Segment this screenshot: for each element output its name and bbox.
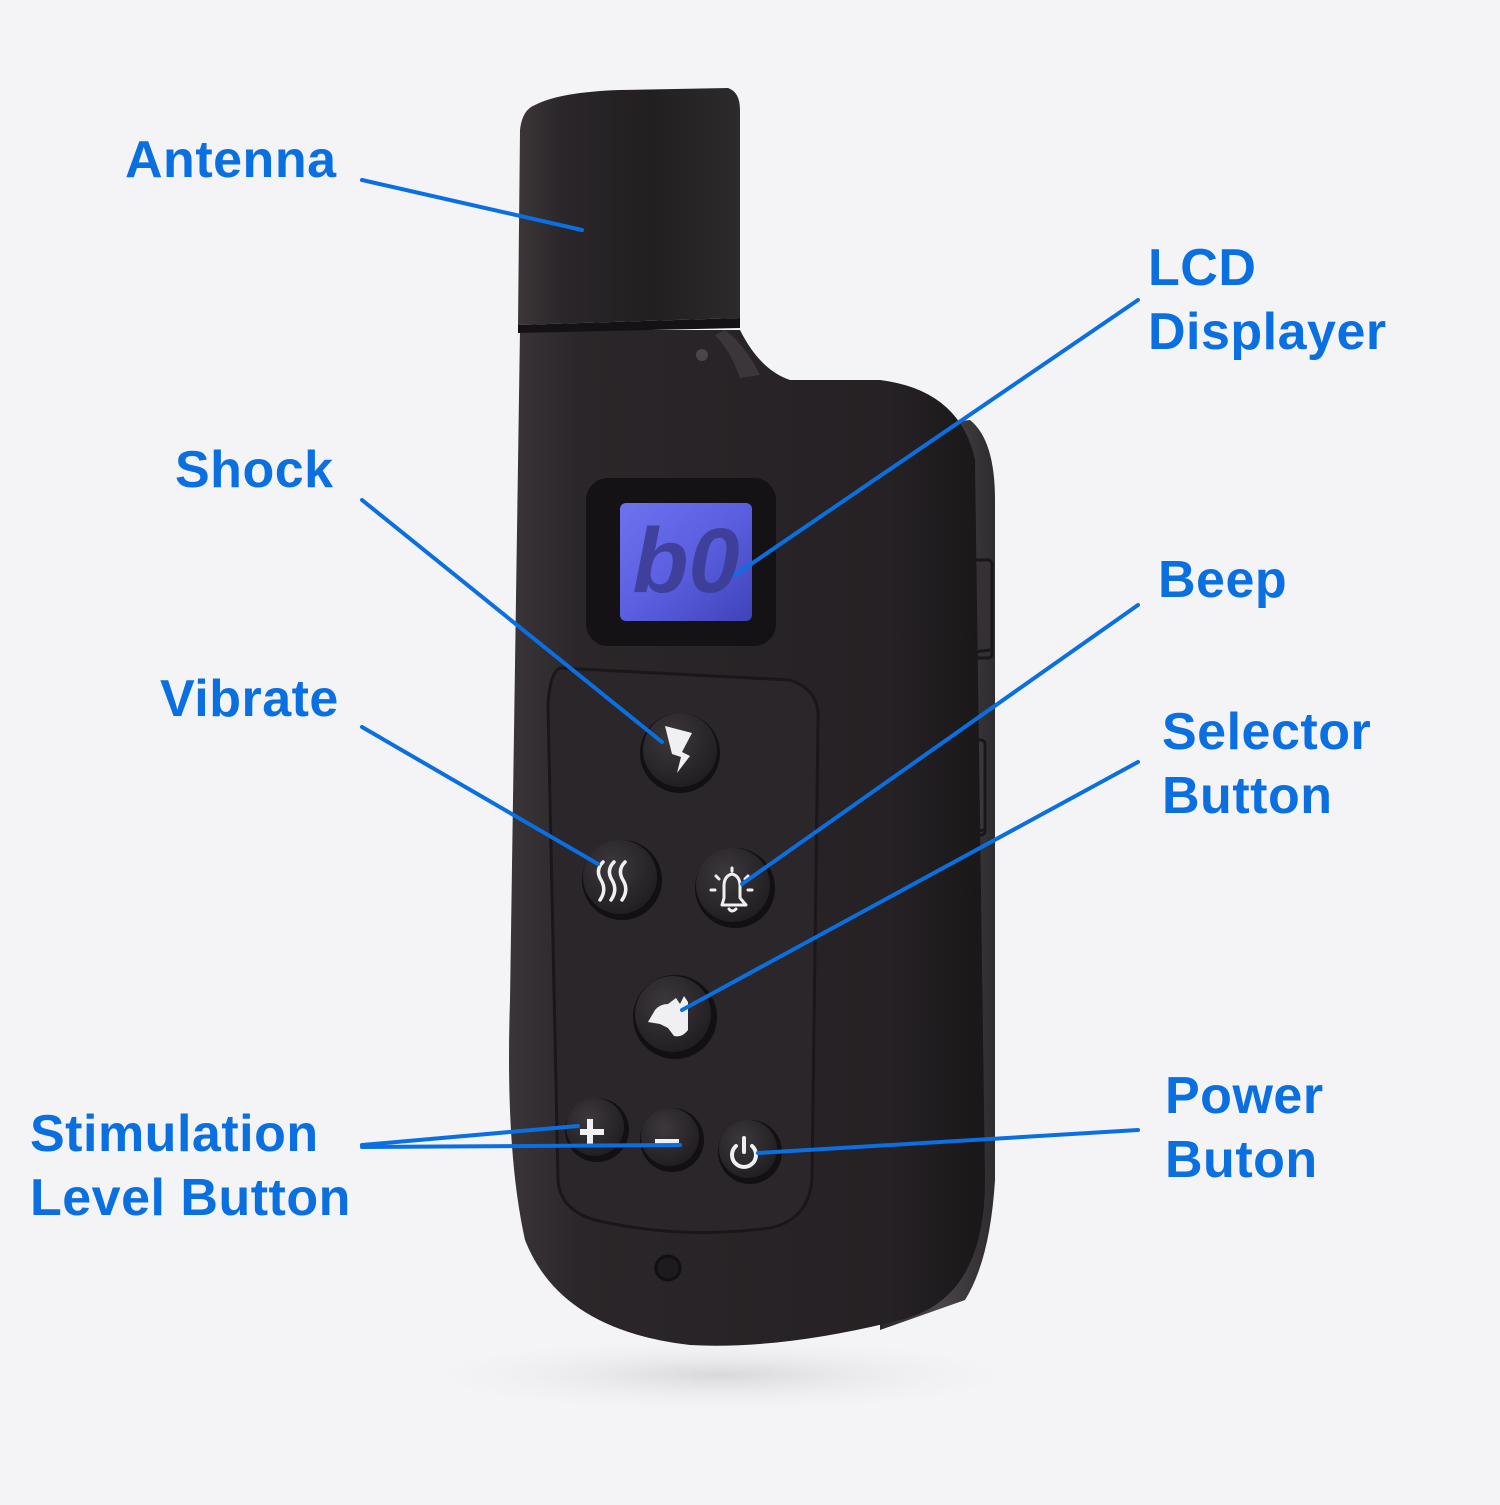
indicator-light — [654, 1254, 682, 1282]
beep-button[interactable] — [695, 848, 775, 928]
label-text: Beep — [1158, 551, 1288, 609]
label-text: Button — [1162, 767, 1333, 825]
callout-antenna — [360, 178, 584, 232]
bell-icon — [709, 866, 754, 913]
shock-button[interactable] — [640, 713, 720, 793]
label-text: Level Button — [30, 1169, 351, 1227]
label-stimulation-level-button: Stimulation Level Button — [30, 1102, 351, 1230]
lightning-bolt-icon — [665, 726, 692, 773]
vibrate-button[interactable] — [582, 840, 662, 920]
keypad-panel — [546, 666, 820, 1234]
callout-stim-plus — [360, 1124, 580, 1147]
label-power-button: Power Buton — [1165, 1064, 1324, 1192]
power-icon — [730, 1136, 758, 1169]
label-text: Buton — [1165, 1131, 1318, 1189]
lcd-reading: b0 — [632, 510, 739, 612]
callout-lines — [360, 178, 1140, 1155]
label-beep: Beep — [1158, 548, 1287, 612]
label-text: Power — [1165, 1067, 1324, 1125]
floor-shadow — [400, 1335, 1040, 1415]
callout-beep — [740, 603, 1140, 886]
callout-power — [756, 1128, 1140, 1155]
label-lcd-displayer: LCD Displayer — [1148, 236, 1387, 364]
label-selector-button: Selector Button — [1162, 700, 1371, 828]
callout-shock — [360, 498, 664, 744]
label-text: Displayer — [1148, 303, 1387, 361]
dog-head-icon — [648, 996, 688, 1037]
label-text: Selector — [1162, 703, 1372, 761]
callout-vibrate — [360, 725, 600, 866]
lcd-display: b0 — [586, 478, 776, 646]
plus-icon — [580, 1119, 604, 1145]
label-shock: Shock — [175, 438, 334, 502]
label-vibrate: Vibrate — [160, 667, 339, 731]
callout-selector — [680, 760, 1140, 1012]
vibrate-waves-icon — [596, 860, 628, 902]
label-text: LCD — [1148, 239, 1257, 297]
label-antenna: Antenna — [125, 128, 337, 192]
level-down-button[interactable] — [640, 1108, 704, 1172]
callout-lcd — [733, 298, 1140, 577]
level-up-button[interactable] — [565, 1098, 629, 1162]
antenna — [518, 88, 760, 378]
power-button[interactable] — [718, 1120, 782, 1184]
label-text: Antenna — [125, 131, 337, 189]
label-text: Vibrate — [160, 670, 339, 728]
label-text: Shock — [175, 441, 334, 499]
callout-stim-minus — [360, 1143, 682, 1149]
label-text: Stimulation — [30, 1105, 319, 1163]
selector-button[interactable] — [633, 975, 717, 1059]
